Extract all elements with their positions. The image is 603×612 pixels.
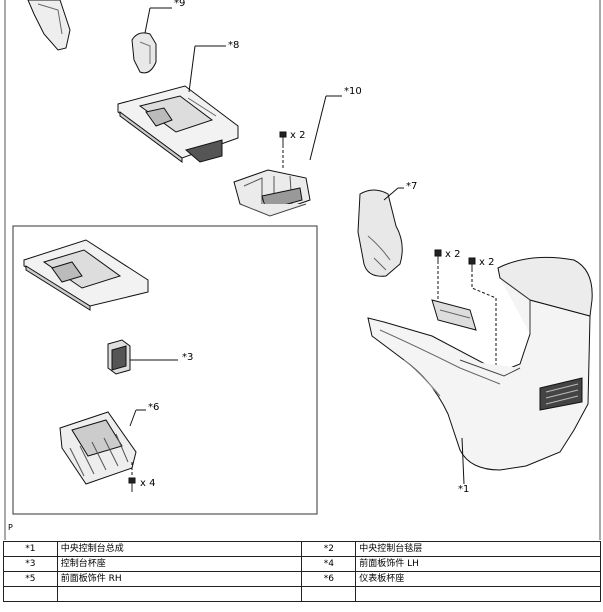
callout-6: *6	[148, 402, 160, 413]
legend-num: *6	[301, 571, 357, 587]
exploded-view-drawing	[4, 0, 601, 540]
callout-8: *8	[228, 40, 240, 51]
legend-name: 仪表板杯座	[355, 571, 601, 587]
callout-10: *10	[344, 86, 362, 97]
bolt-6-icon	[128, 477, 136, 492]
callout-9: *9	[174, 0, 186, 9]
legend-row: *1 中央控制台总成 *2 中央控制台毯层	[3, 541, 601, 557]
bolt-2b-icon	[468, 257, 476, 272]
part-9-shift-knob	[131, 32, 157, 74]
figure-marker: P	[8, 523, 13, 532]
legend-name	[355, 586, 601, 602]
callout-3: *3	[182, 352, 194, 363]
legend-row	[3, 586, 601, 602]
qty-bolt-6: x 4	[140, 478, 156, 489]
legend-name: 前面板饰件 LH	[355, 556, 601, 572]
callout-7: *7	[406, 181, 418, 192]
part-6-cup-holder	[59, 411, 137, 485]
part-7-trim	[357, 189, 403, 277]
legend-num	[301, 586, 357, 602]
part-10-bracket	[233, 169, 311, 217]
part-1-console-assembly	[367, 256, 593, 471]
part-3-cup-holder	[107, 339, 131, 375]
inset-box	[12, 225, 318, 515]
legend-name: 中央控制台总成	[56, 541, 303, 557]
legend-name: 中央控制台毯层	[355, 541, 601, 557]
qty-bolt-2b: x 2	[479, 257, 495, 268]
parts-diagram: *9 *8 *10 x 2 *7 x 2 x 2 *3 *6 x 4 *1 P	[4, 0, 601, 540]
legend-name	[56, 586, 303, 602]
legend-name: 前面板饰件 RH	[56, 571, 303, 587]
legend-row: *3 控制台杯座 *4 前面板饰件 LH	[3, 556, 601, 572]
legend-num	[3, 586, 58, 602]
qty-bolt-10: x 2	[290, 130, 306, 141]
bolt-10-icon	[279, 131, 287, 148]
legend-num: *3	[3, 556, 58, 572]
part-9-trim	[27, 0, 71, 51]
legend-name: 控制台杯座	[56, 556, 303, 572]
legend-num: *1	[3, 541, 58, 557]
legend-num: *4	[301, 556, 357, 572]
legend-table: *1 中央控制台总成 *2 中央控制台毯层 *3 控制台杯座 *4 前面板饰件 …	[3, 541, 601, 602]
legend-num: *2	[301, 541, 357, 557]
legend-num: *5	[3, 571, 58, 587]
qty-bolt-2a: x 2	[445, 249, 461, 260]
part-8-shift-panel	[117, 85, 239, 163]
bolt-2a-icon	[434, 249, 442, 264]
inset-shift-panel	[23, 239, 149, 311]
legend-row: *5 前面板饰件 RH *6 仪表板杯座	[3, 571, 601, 587]
callout-1: *1	[458, 484, 470, 495]
